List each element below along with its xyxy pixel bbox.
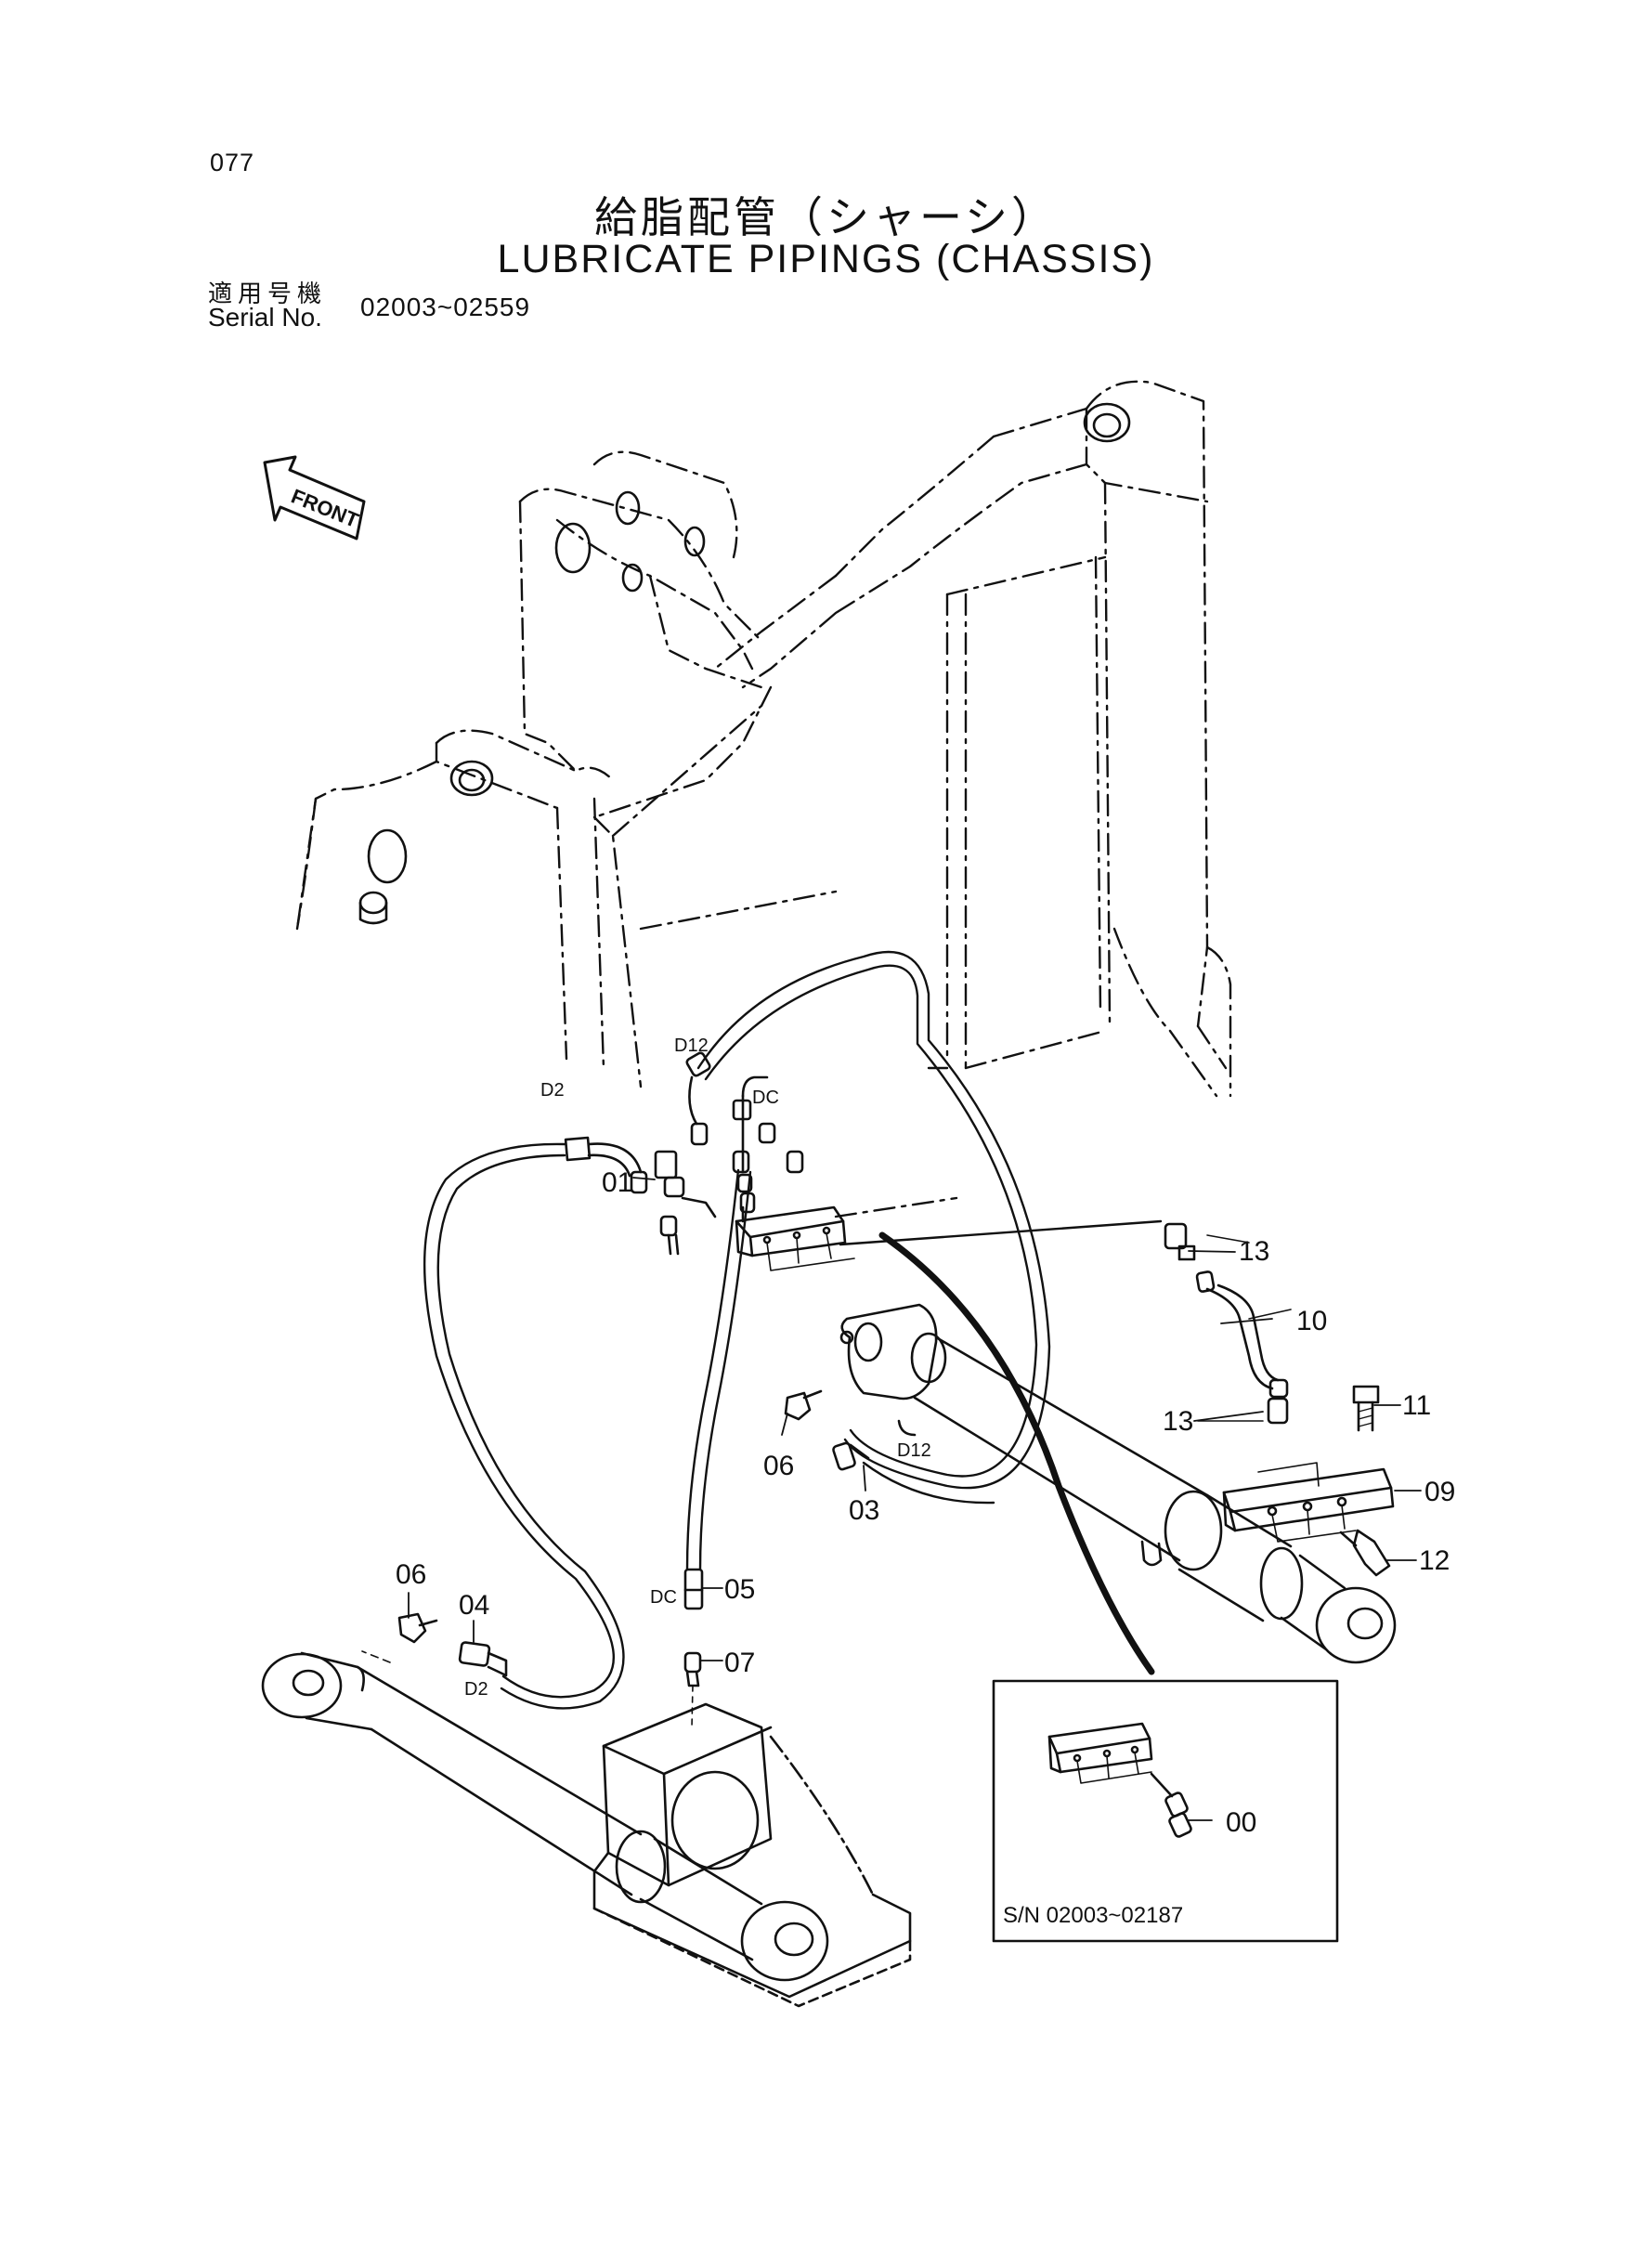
serial-label-japanese: 適用号機 — [208, 280, 328, 308]
serial-range: 02003~02559 — [360, 293, 531, 321]
part-label-06-mid: 06 — [763, 1451, 794, 1481]
part-labels: 00 01 03 04 05 06 06 07 09 10 11 12 13 1… — [396, 1167, 1455, 1838]
grease-block-09 — [1222, 1462, 1395, 1543]
cylinder-bracket — [592, 1702, 912, 2008]
part-label-04: 04 — [459, 1590, 489, 1621]
inset-serial-note: S/N 02003~02187 — [1003, 1903, 1183, 1928]
part-label-00: 00 — [1226, 1807, 1256, 1838]
fittings-mid — [784, 1389, 870, 1471]
steering-cylinder-right — [839, 1303, 1397, 1664]
page-number: 077 — [210, 149, 255, 176]
part-label-06-left: 06 — [396, 1559, 426, 1590]
part-label-09: 09 — [1424, 1477, 1455, 1507]
page-title-english: LUBRICATE PIPINGS (CHASSIS) — [497, 237, 1155, 281]
grease-block-top — [735, 1205, 855, 1271]
chassis-pins — [358, 402, 1131, 925]
part-label-03: 03 — [849, 1495, 879, 1526]
code-dc-bottom: DC — [650, 1587, 677, 1608]
hoses — [423, 950, 1163, 1710]
steering-cylinder-left — [261, 1651, 829, 1982]
code-d12-top: D12 — [674, 1036, 709, 1056]
serial-label-english: Serial No. — [208, 303, 322, 332]
code-d12-mid: D12 — [897, 1440, 931, 1461]
part-label-13-top: 13 — [1239, 1236, 1269, 1267]
code-d2-top: D2 — [540, 1080, 565, 1101]
front-arrow-icon: FRONT — [263, 455, 366, 541]
page-title-japanese: 給脂配管（シャーシ） — [593, 192, 1059, 242]
code-dc-top: DC — [752, 1088, 779, 1108]
leader-lines — [408, 1177, 1422, 1821]
part-label-10: 10 — [1296, 1306, 1327, 1336]
top-fittings — [564, 1051, 804, 1256]
part-label-11: 11 — [1402, 1390, 1431, 1421]
part-label-12: 12 — [1419, 1545, 1450, 1576]
fitting-01 — [654, 1150, 717, 1218]
part-label-05: 05 — [724, 1574, 755, 1605]
fittings-left — [361, 1612, 508, 1677]
leader-to-inset — [878, 1231, 1155, 1675]
fittings-lower — [683, 1568, 704, 1728]
part-label-07: 07 — [724, 1648, 755, 1678]
inset-box — [992, 1679, 1339, 1943]
fitting-codes: D2 D2 D12 D12 DC DC — [464, 1036, 931, 1700]
part-label-13-bottom: 13 — [1163, 1406, 1193, 1437]
fittings-right — [1164, 1222, 1391, 1577]
code-d2-bottom: D2 — [464, 1679, 488, 1700]
chassis-frame — [295, 380, 1232, 1218]
part-label-01: 01 — [602, 1167, 632, 1198]
